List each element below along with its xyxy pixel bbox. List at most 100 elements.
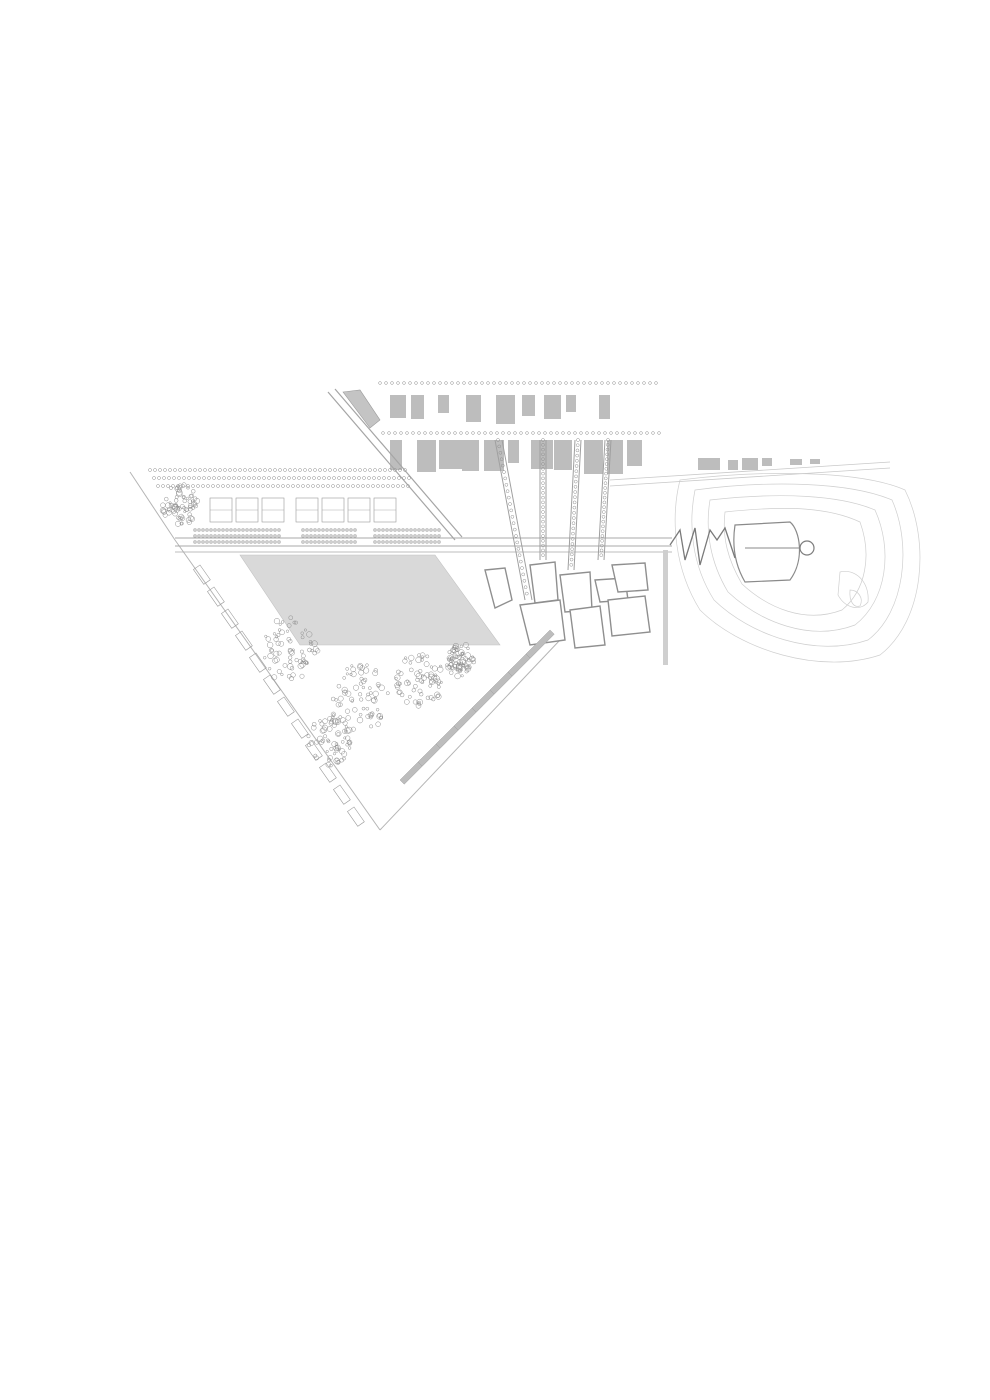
tree: [419, 678, 424, 684]
tree: [171, 484, 175, 488]
tree: [362, 677, 368, 683]
tree: [426, 381, 430, 385]
tree: [277, 628, 282, 632]
tree: [439, 680, 443, 684]
tree: [425, 654, 430, 659]
tree: [191, 489, 196, 494]
tree: [401, 540, 405, 544]
tree: [606, 381, 610, 385]
tree: [203, 468, 207, 472]
tree: [341, 528, 345, 532]
tree: [519, 559, 523, 564]
tree: [510, 515, 515, 519]
tree: [387, 431, 391, 435]
north-building-blocks: [378, 381, 661, 474]
tree: [314, 739, 320, 745]
tree: [453, 660, 458, 665]
tree: [447, 650, 452, 655]
tree: [541, 447, 545, 452]
tree: [394, 676, 398, 680]
tree: [420, 381, 424, 385]
tree: [321, 484, 325, 488]
tree: [237, 534, 241, 538]
tree: [462, 381, 466, 385]
tree: [408, 381, 412, 385]
tree: [293, 468, 297, 472]
tree: [452, 642, 459, 650]
tree: [253, 468, 257, 472]
tree: [431, 674, 438, 681]
tree: [541, 476, 545, 481]
tree: [601, 515, 606, 519]
tree: [299, 673, 305, 679]
tree: [361, 685, 366, 690]
tree: [383, 468, 387, 472]
tree: [333, 534, 337, 538]
tree: [463, 642, 469, 648]
tree: [503, 476, 507, 481]
tree: [378, 381, 382, 385]
tree: [273, 468, 277, 472]
tree: [251, 484, 255, 488]
tree: [186, 485, 190, 490]
building: [411, 395, 424, 419]
tree: [231, 484, 235, 488]
tree: [225, 528, 229, 532]
tree: [412, 699, 418, 705]
tree: [361, 706, 366, 711]
tree: [385, 534, 389, 538]
tree: [272, 657, 278, 664]
tree: [438, 664, 443, 669]
tree: [186, 484, 190, 488]
building: [438, 395, 449, 413]
tree: [381, 540, 385, 544]
tree: [522, 579, 527, 583]
tree: [249, 528, 253, 532]
tree: [454, 672, 461, 680]
tree: [359, 665, 365, 671]
tree: [369, 691, 373, 695]
tree: [359, 697, 364, 702]
tree: [340, 717, 346, 723]
tree: [541, 539, 545, 543]
tree: [226, 484, 230, 488]
tree: [334, 744, 341, 751]
tree: [258, 468, 262, 472]
tree: [350, 671, 357, 678]
tree: [326, 739, 331, 744]
tree: [193, 503, 198, 509]
tree: [630, 381, 634, 385]
tree: [160, 502, 166, 508]
tree: [413, 534, 417, 538]
tree: [651, 431, 655, 435]
tree: [287, 648, 294, 655]
tree: [369, 711, 375, 716]
tree: [403, 656, 408, 660]
tree: [397, 540, 401, 544]
tree: [428, 671, 434, 678]
tree: [278, 468, 282, 472]
tree: [403, 468, 407, 472]
tree: [301, 528, 305, 532]
tree: [604, 471, 608, 476]
tree: [358, 712, 363, 717]
tree: [409, 534, 413, 538]
tree: [602, 495, 607, 500]
tree: [365, 695, 372, 702]
tree: [508, 502, 512, 506]
tree: [459, 431, 463, 435]
tree: [277, 540, 281, 544]
tree: [603, 431, 607, 435]
strip-outline: [193, 564, 211, 585]
tree: [217, 528, 221, 532]
tree: [609, 431, 613, 435]
tree: [606, 438, 610, 442]
tree: [341, 484, 345, 488]
tree: [312, 650, 317, 656]
tree: [344, 727, 351, 735]
tree: [307, 647, 312, 653]
tree: [157, 476, 161, 480]
tree: [385, 528, 389, 532]
tree: [212, 476, 216, 480]
tree: [465, 665, 469, 669]
